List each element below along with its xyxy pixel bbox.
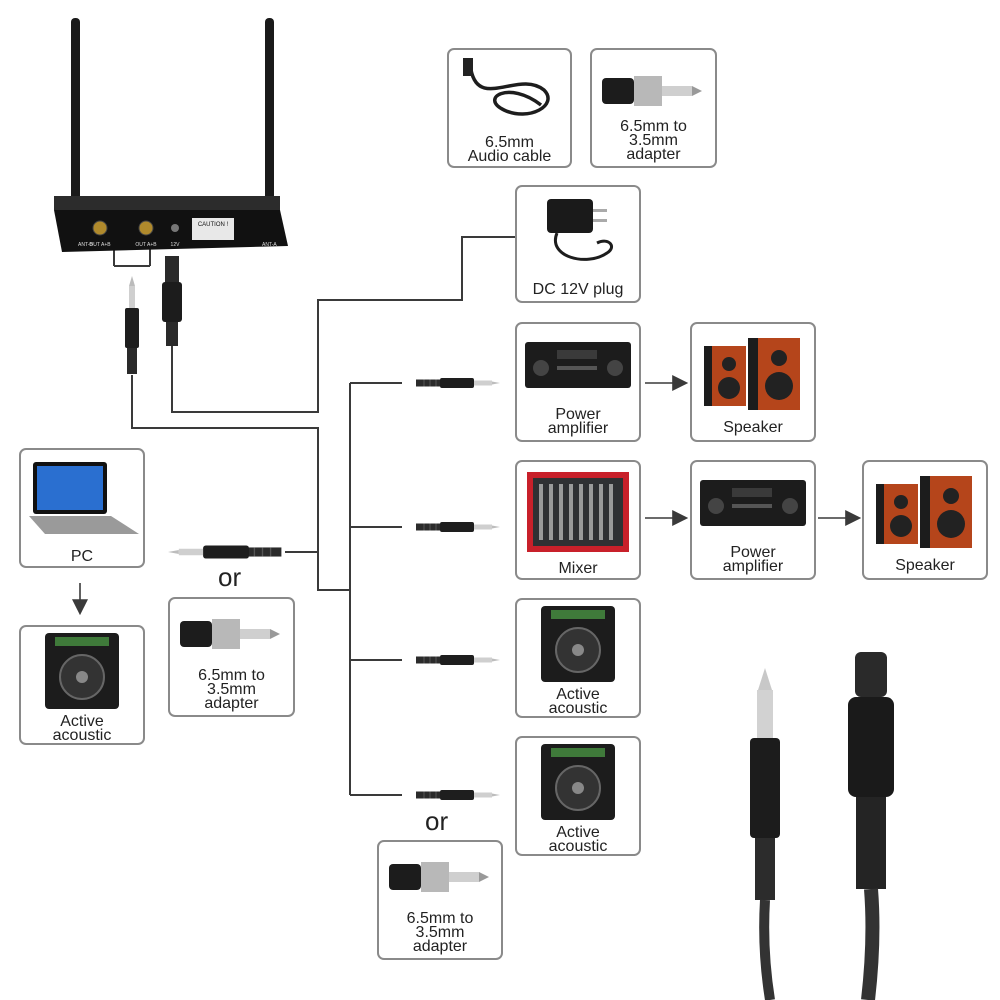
laptop-icon — [29, 462, 139, 534]
wiring — [113, 236, 515, 796]
power-amplifier-2-label-line-2: amplifier — [722, 558, 784, 575]
mixer-box: Mixer — [515, 460, 641, 580]
antenna-right — [265, 18, 274, 208]
mixer-icon — [527, 472, 629, 552]
caution-label — [192, 218, 234, 240]
power-amplifier-icon-2 — [700, 480, 806, 526]
caution-text: CAUTION ! — [198, 222, 229, 228]
speaker-box-1: Speaker — [690, 322, 816, 442]
power-amplifier-icon-1 — [525, 342, 631, 388]
antenna-left — [71, 18, 80, 208]
jack-plug-pc — [167, 544, 283, 560]
wire-audio-main — [131, 375, 350, 591]
wireless-receiver: CAUTION ! ANT-B OUT A+B OUT A+B 12V ANT-… — [54, 18, 288, 252]
jack-plug-branch-3 — [415, 654, 501, 666]
active-acoustic-left-label-line-1: Active — [60, 713, 104, 730]
adapter-top-label-line-3: adapter — [626, 146, 681, 163]
adapter-left-label-line-2: 3.5mm — [207, 681, 256, 698]
active-acoustic-box-2: Active acoustic — [515, 736, 641, 856]
adapter-top-icon — [602, 76, 702, 106]
adapter-bottom-icon — [389, 862, 489, 892]
closeup-dc-plug — [848, 652, 894, 1000]
dc-plug-box: DC 12V plug — [515, 185, 641, 303]
adapter-left-box: 6.5mm to 3.5mm adapter — [168, 597, 295, 717]
audio-cable-box: 6.5mm Audio cable — [447, 48, 572, 168]
or-text-left: or — [218, 562, 242, 592]
jack-plug-branch-4 — [415, 789, 501, 801]
pc-label: PC — [70, 548, 94, 565]
adapter-top-box: 6.5mm to 3.5mm adapter — [590, 48, 717, 168]
adapter-top-label-line-1: 6.5mm to — [620, 118, 687, 135]
port-label-out-a: OUT A+B — [89, 242, 111, 248]
receiver-jack-plug — [125, 276, 139, 374]
power-amplifier-box-1: Power amplifier — [515, 322, 641, 442]
active-acoustic-1-label-line-1: Active — [556, 686, 600, 703]
port-label-ant-b: ANT-B — [78, 242, 93, 248]
active-acoustic-2-label-line-2: acoustic — [548, 838, 608, 855]
active-acoustic-box-left: Active acoustic — [19, 625, 145, 745]
active-acoustic-2-label-line-1: Active — [556, 824, 600, 841]
dc-jack — [171, 224, 179, 232]
speaker-icon-2 — [876, 476, 972, 548]
mixer-label: Mixer — [558, 560, 598, 577]
adapter-bottom-label-line-3: adapter — [412, 938, 468, 955]
cdj-player-icon-1 — [541, 606, 615, 682]
power-amplifier-1-label-line-1: Power — [555, 406, 601, 423]
adapter-top-label-line-2: 3.5mm — [629, 132, 678, 149]
pc-box: PC — [19, 448, 145, 568]
or-text-bottom: or — [425, 806, 449, 836]
out-jack-b — [138, 220, 154, 236]
active-acoustic-left-label-line-2: acoustic — [52, 727, 112, 744]
port-label-ant-a: ANT-A — [262, 242, 277, 248]
speaker-box-2: Speaker — [862, 460, 988, 580]
adapter-bottom-label-line-2: 3.5mm — [415, 924, 465, 941]
adapter-left-icon — [180, 619, 280, 649]
adapter-left-label-line-3: adapter — [204, 695, 259, 712]
power-amplifier-2-label-line-1: Power — [730, 544, 776, 561]
active-acoustic-1-label-line-2: acoustic — [548, 700, 608, 717]
power-amplifier-1-label-line-2: amplifier — [547, 420, 609, 437]
audio-cable-label-line-2: Audio cable — [467, 148, 552, 165]
power-adapter-icon — [547, 199, 613, 261]
cdj-player-icon-left — [45, 633, 119, 709]
adapter-left-label-line-1: 6.5mm to — [198, 667, 265, 684]
speaker-1-label: Speaker — [723, 419, 783, 436]
active-acoustic-box-1: Active acoustic — [515, 598, 641, 718]
adapter-bottom-box: 6.5mm to 3.5mm adapter — [377, 840, 503, 960]
dc-plug-label: DC 12V plug — [532, 281, 624, 298]
speaker-icon-1 — [704, 338, 800, 410]
receiver-dc-plug — [162, 256, 182, 346]
power-amplifier-box-2: Power amplifier — [690, 460, 816, 580]
speaker-2-label: Speaker — [895, 557, 955, 574]
wire-power-dc — [171, 236, 515, 413]
jack-plug-branch-1 — [415, 377, 501, 389]
adapter-bottom-label-line-1: 6.5mm to — [406, 910, 474, 927]
port-label-12v: 12V — [171, 242, 181, 248]
cdj-player-icon-2 — [541, 744, 615, 820]
flow-arrows — [72, 375, 862, 616]
audio-cable-label-line-1: 6.5mm — [485, 134, 534, 151]
out-jack-a — [92, 220, 108, 236]
audio-cable-icon — [463, 58, 550, 116]
closeup-jack-plug — [750, 668, 780, 1000]
jack-plug-branch-2 — [415, 521, 501, 533]
port-label-out-b: OUT A+B — [135, 242, 157, 248]
